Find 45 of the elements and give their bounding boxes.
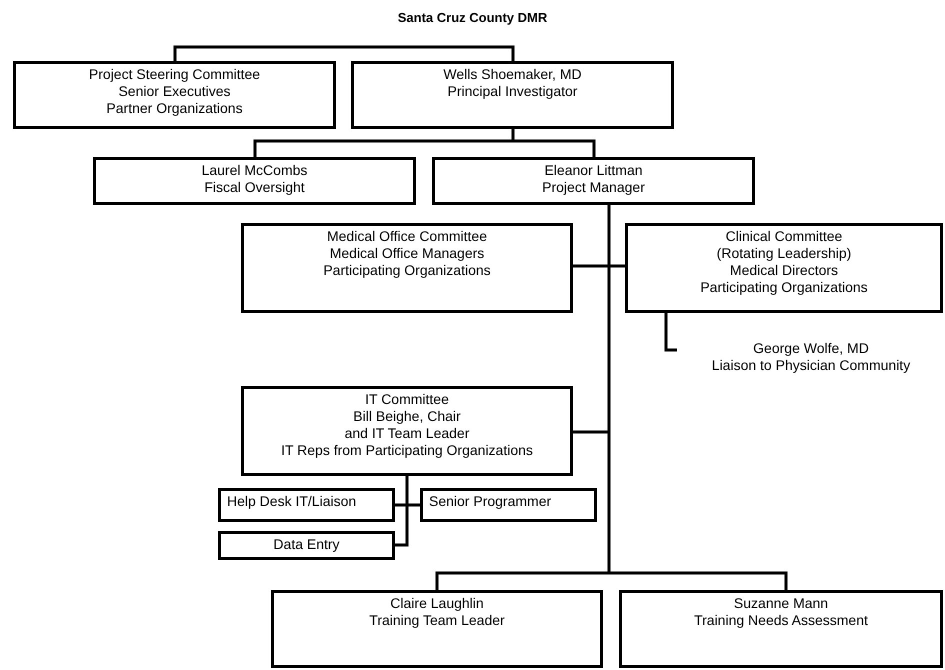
org-box bbox=[93, 157, 416, 205]
connector-line bbox=[664, 313, 677, 352]
org-box bbox=[351, 61, 674, 129]
box-text: (Rotating Leadership) bbox=[716, 245, 852, 262]
box-text: Wells Shoemaker, MD bbox=[442, 66, 583, 83]
box-text: Training Team Leader bbox=[368, 612, 506, 629]
box-text: IT Reps from Participating Organizations bbox=[280, 442, 534, 459]
box-text: Help Desk IT/Liaison bbox=[227, 493, 358, 510]
box-text: Eleanor Littman bbox=[543, 162, 644, 179]
box-text: Medical Directors bbox=[728, 262, 840, 279]
box-text: Participating Organizations bbox=[322, 262, 492, 279]
box-text: Claire Laughlin bbox=[389, 595, 485, 612]
org-box bbox=[218, 531, 395, 560]
diagram-title: Santa Cruz County DMR bbox=[396, 10, 548, 25]
box-text: and IT Team Leader bbox=[344, 425, 470, 442]
org-box bbox=[625, 223, 943, 313]
org-box bbox=[241, 223, 573, 313]
org-box bbox=[420, 488, 597, 522]
box-text: George Wolfe, MD bbox=[752, 340, 870, 357]
box-text: Project Manager bbox=[541, 179, 646, 196]
box-text: Bill Beighe, Chair bbox=[352, 408, 462, 425]
connector-line bbox=[174, 46, 514, 61]
box-text: Data Entry bbox=[272, 536, 341, 553]
box-text: Laurel McCombs bbox=[200, 162, 308, 179]
org-box bbox=[271, 590, 603, 668]
org-box bbox=[619, 590, 943, 668]
org-box bbox=[218, 488, 395, 522]
box-text: Medical Office Managers bbox=[328, 245, 486, 262]
box-text: Participating Organizations bbox=[699, 279, 869, 296]
box-text: Principal Investigator bbox=[446, 83, 578, 100]
box-text: Senior Programmer bbox=[429, 493, 552, 510]
box-text: Fiscal Oversight bbox=[203, 179, 306, 196]
org-box bbox=[241, 386, 573, 476]
box-text: Partner Organizations bbox=[105, 100, 244, 117]
box-text: IT Committee bbox=[364, 391, 450, 408]
org-box bbox=[13, 61, 336, 129]
box-text: Senior Executives bbox=[117, 83, 232, 100]
box-text: Medical Office Committee bbox=[326, 228, 488, 245]
box-text: Training Needs Assessment bbox=[693, 612, 869, 629]
box-text: Suzanne Mann bbox=[732, 595, 830, 612]
org-box bbox=[432, 157, 755, 205]
box-text: Liaison to Physician Community bbox=[710, 357, 912, 374]
box-text: Project Steering Committee bbox=[88, 66, 262, 83]
connector-line bbox=[512, 129, 596, 157]
box-text: Clinical Committee bbox=[724, 228, 844, 245]
